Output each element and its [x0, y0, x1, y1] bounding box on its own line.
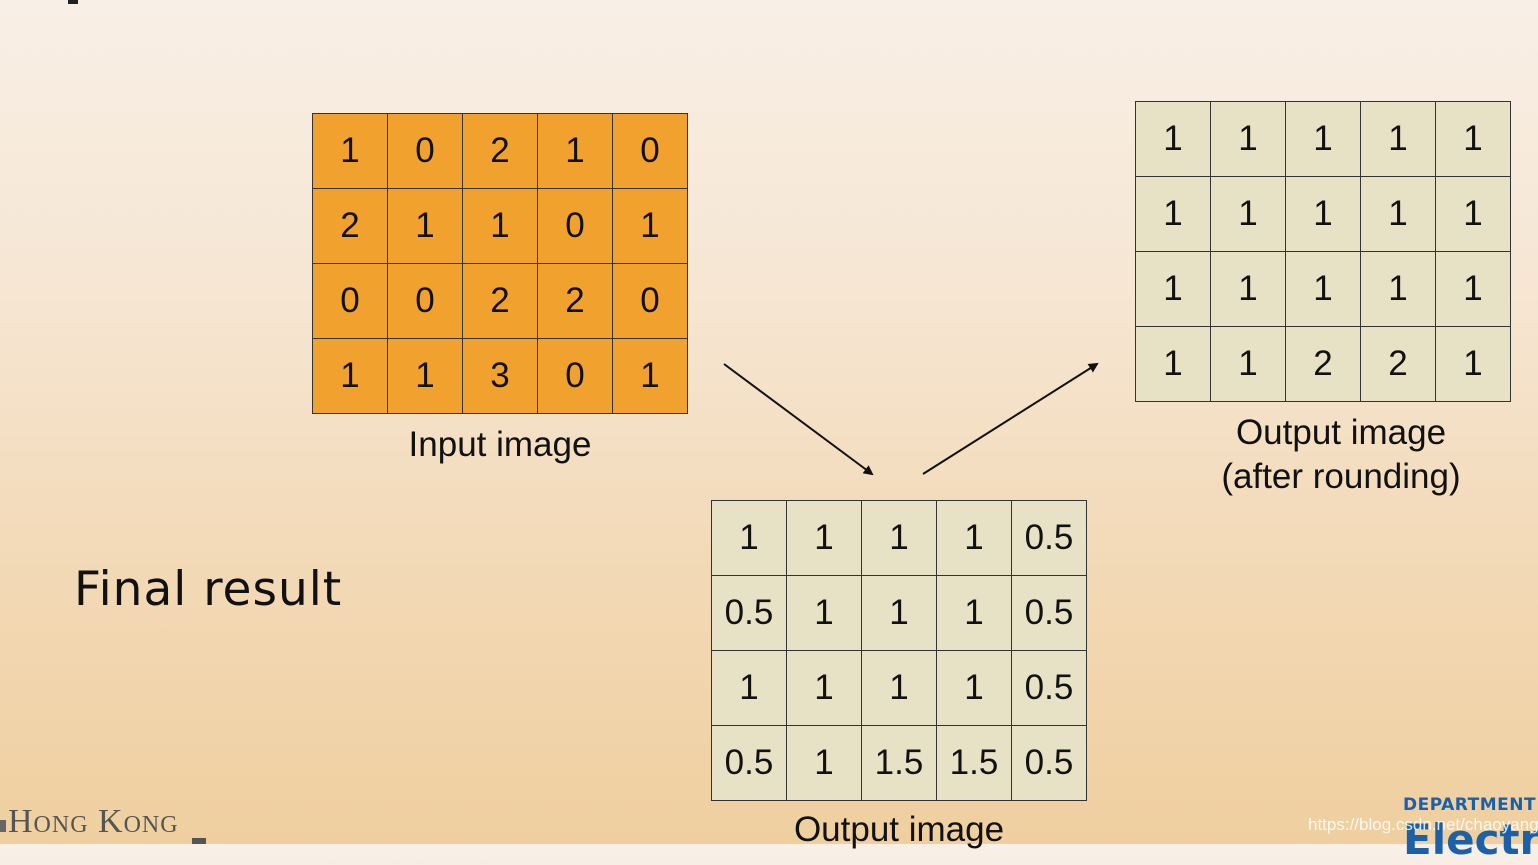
- arrow-output-to-rounded: [922, 362, 1099, 475]
- grid-cell: 1.5: [862, 726, 937, 801]
- grid-cell: 1: [1211, 177, 1286, 252]
- grid-cell: 1: [1136, 252, 1211, 327]
- grid-cell: 1: [712, 651, 787, 726]
- grid-cell: 1: [1211, 102, 1286, 177]
- grid-cell: 0.5: [712, 576, 787, 651]
- grid-cell: 1: [1436, 177, 1511, 252]
- grid-cell: 1: [313, 114, 388, 189]
- flow-arrows: [723, 362, 1099, 476]
- grid-cell: 2: [538, 264, 613, 339]
- output-image-caption: Output image: [793, 810, 1005, 849]
- grid-cell: 1: [1436, 327, 1511, 402]
- grid-cell: 2: [463, 114, 538, 189]
- university-logo-fragment: [0, 820, 6, 832]
- grid-cell: 1: [1436, 252, 1511, 327]
- grid-cell: 1: [937, 576, 1012, 651]
- grid-cell: 1.5: [937, 726, 1012, 801]
- grid-cell: 0.5: [1012, 726, 1087, 801]
- arrow-input-to-output: [723, 363, 874, 476]
- grid-cell: 1: [1211, 327, 1286, 402]
- grid-cell: 1: [862, 576, 937, 651]
- grid-cell: 1: [937, 651, 1012, 726]
- grid-cell: 1: [1361, 252, 1436, 327]
- grid-cell: 0: [388, 264, 463, 339]
- grid-cell: 0: [613, 264, 688, 339]
- grid-cell: 0: [538, 339, 613, 414]
- university-logo-fragment-2: [192, 838, 206, 844]
- grid-cell: 0: [388, 114, 463, 189]
- grid-cell: 1: [388, 339, 463, 414]
- grid-cell: 2: [463, 264, 538, 339]
- watermark: https://blog.csdn.net/chaoyang: [1308, 815, 1538, 834]
- grid-cell: 1: [937, 501, 1012, 576]
- grid-cell: 1: [613, 189, 688, 264]
- grid-cell: 1: [388, 189, 463, 264]
- grid-cell: 1: [787, 501, 862, 576]
- grid-cell: 1: [463, 189, 538, 264]
- slide-title-fragment: [68, 0, 78, 4]
- grid-cell: 0.5: [1012, 651, 1087, 726]
- grid-cell: 2: [313, 189, 388, 264]
- grid-cell: 1: [1286, 252, 1361, 327]
- grid-cell: 1: [1436, 102, 1511, 177]
- department-label: DEPARTMENT: [1403, 795, 1537, 815]
- grid-cell: 1: [1361, 102, 1436, 177]
- grid-cell: 1: [1136, 327, 1211, 402]
- grid-cell: 1: [1211, 252, 1286, 327]
- grid-cell: 1: [1361, 177, 1436, 252]
- grid-cell: 1: [862, 501, 937, 576]
- grid-cell: 0: [613, 114, 688, 189]
- grid-cell: 0.5: [712, 726, 787, 801]
- grid-cell: 1: [613, 339, 688, 414]
- grid-cell: 1: [787, 576, 862, 651]
- grid-cell: 0.5: [1012, 576, 1087, 651]
- grid-cell: 1: [1286, 177, 1361, 252]
- grid-cell: 1: [1286, 102, 1361, 177]
- final-result-label: Final result: [74, 562, 343, 617]
- rounded-caption-line1: Output image: [1235, 413, 1447, 452]
- grid-cell: 1: [538, 114, 613, 189]
- grid-cell: 3: [463, 339, 538, 414]
- grid-cell: 2: [1286, 327, 1361, 402]
- university-name: Hong Kong: [8, 803, 179, 840]
- rounded-caption-line2: (after rounding): [1221, 457, 1461, 496]
- grid-cell: 1: [1136, 177, 1211, 252]
- grid-cell: 0: [538, 189, 613, 264]
- grid-cell: 1: [712, 501, 787, 576]
- grid-cell: 1: [313, 339, 388, 414]
- grid-cell: 2: [1361, 327, 1436, 402]
- input-image-caption: Input image: [408, 425, 592, 464]
- grid-cell: 0.5: [1012, 501, 1087, 576]
- grid-cell: 1: [862, 651, 937, 726]
- grid-cell: 1: [787, 651, 862, 726]
- grid-cell: 1: [787, 726, 862, 801]
- grid-cell: 0: [313, 264, 388, 339]
- grid-cell: 1: [1136, 102, 1211, 177]
